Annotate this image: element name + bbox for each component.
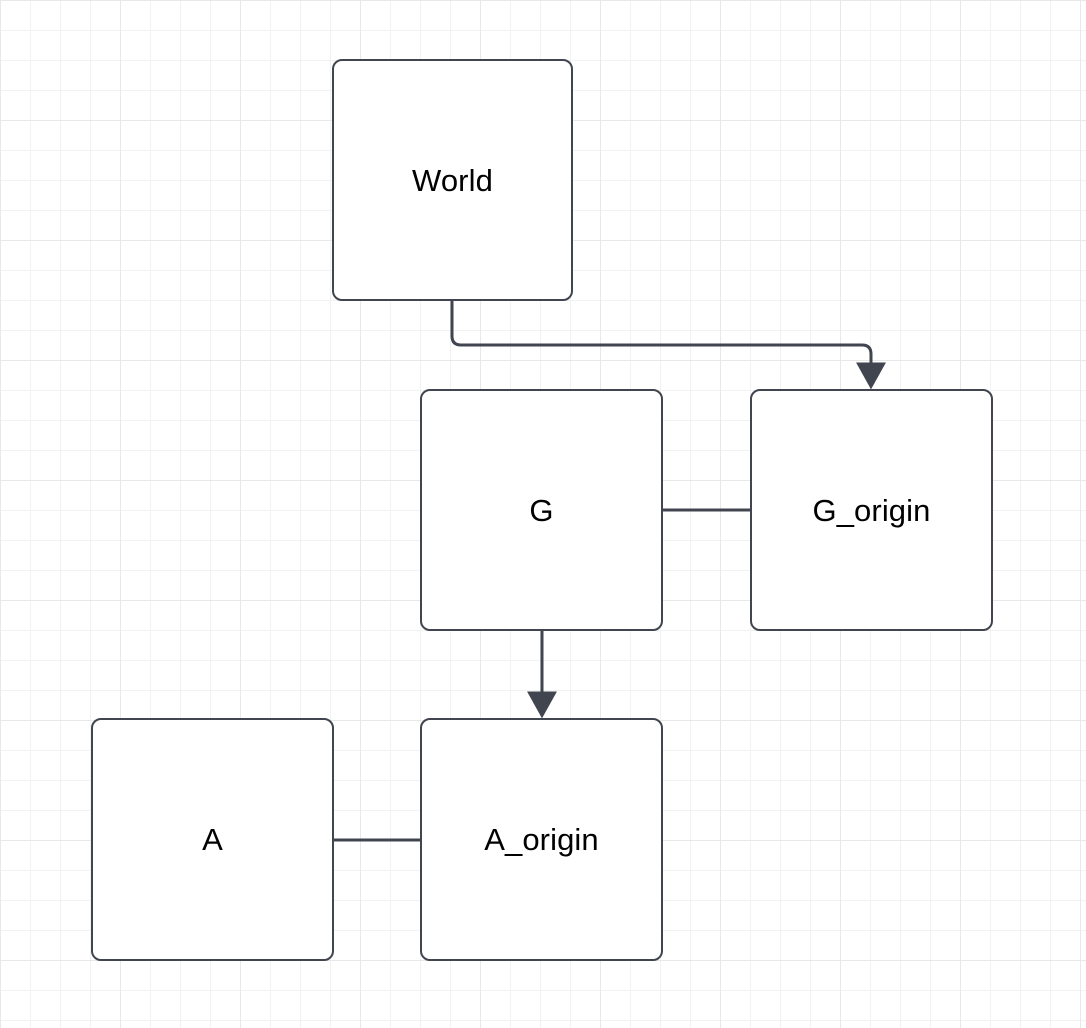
node-a[interactable]: A — [91, 718, 334, 961]
node-g[interactable]: G — [420, 389, 663, 631]
node-g-origin[interactable]: G_origin — [750, 389, 993, 631]
node-g-label: G — [529, 492, 554, 528]
node-world[interactable]: World — [332, 59, 573, 301]
node-a-origin[interactable]: A_origin — [420, 718, 663, 961]
node-g-origin-label: G_origin — [812, 492, 931, 528]
node-a-origin-label: A_origin — [484, 822, 599, 857]
node-world-label: World — [412, 162, 493, 198]
edge-world-to-g-origin — [450, 301, 886, 390]
node-a-label: A — [202, 822, 223, 857]
